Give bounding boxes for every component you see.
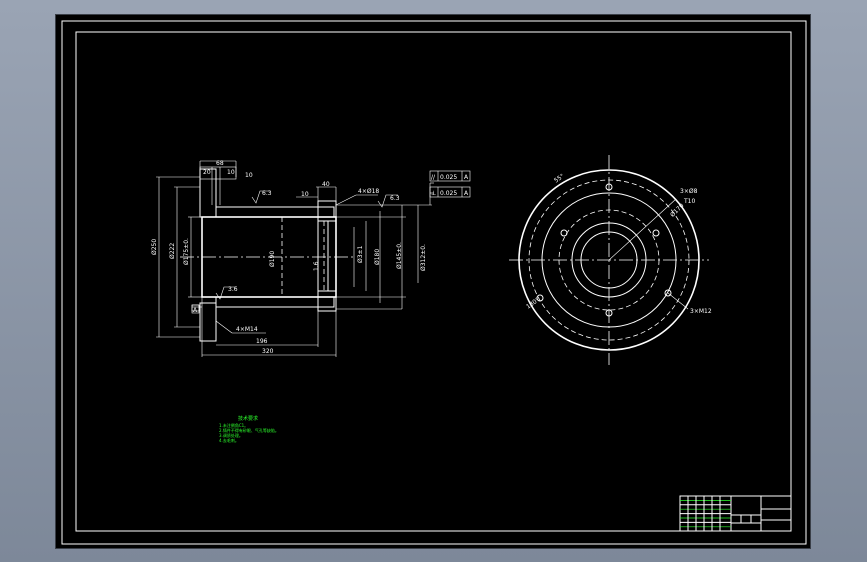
hole-note-3x-m12: 3×M12 <box>690 308 712 315</box>
right-flange-bottom-hatch <box>317 290 337 312</box>
dim-d222: Ø222 <box>169 243 176 259</box>
angle-55: 55° <box>553 173 566 185</box>
note-line-4: 4.去毛刺。 <box>219 437 239 443</box>
svg-text:0.025: 0.025 <box>440 190 457 197</box>
roughness-3: 3.6 <box>228 286 238 293</box>
bottom-wall-hatch <box>215 296 335 308</box>
note-line-3: 3.调质处理。 <box>219 432 243 438</box>
cad-viewport[interactable]: 68 20 10 10 40 10 6.3 6.3 3.6 4×Ø18 4×M1… <box>55 14 811 549</box>
holes-4x-d18: 4×Ø18 <box>358 188 379 195</box>
dim-20: 20 <box>203 169 211 176</box>
technical-notes: 技术要求 1.未注倒角C1。 2.铸件不得有砂眼、气孔等缺陷。 3.调质处理。 … <box>219 415 279 443</box>
note-line-2: 2.铸件不得有砂眼、气孔等缺陷。 <box>219 427 279 433</box>
top-wall-hatch <box>215 206 335 218</box>
dim-40: 40 <box>322 181 330 188</box>
svg-text:A: A <box>464 174 469 181</box>
svg-text:⊥: ⊥ <box>431 190 436 197</box>
outer-frame <box>61 20 807 545</box>
section-view: 68 20 10 10 40 10 6.3 6.3 3.6 4×Ø18 4×M1… <box>151 160 471 357</box>
tolerance-frame-1: // 0.025 A <box>429 170 471 182</box>
notes-title: 技术要求 <box>238 415 258 422</box>
right-flange-top-hatch <box>317 200 337 222</box>
inner-frame <box>75 31 792 532</box>
dim-d312: Ø312±0. <box>420 244 427 271</box>
holes-4x-m14: 4×M14 <box>236 326 258 333</box>
hole-note-t10: T10 <box>683 198 695 205</box>
dim-10b: 10 <box>245 172 253 179</box>
dim-d145: Ø145±0. <box>396 242 403 269</box>
roughness-1: 6.3 <box>262 190 272 197</box>
dim-d3: Ø3±1 <box>357 245 364 263</box>
drawing-canvas: 68 20 10 10 40 10 6.3 6.3 3.6 4×Ø18 4×M1… <box>61 20 807 545</box>
flange-bottom-hatch <box>199 302 217 342</box>
title-block-grid <box>680 496 731 531</box>
dim-d190: Ø190 <box>269 251 276 267</box>
flange-top-hatch <box>199 168 217 218</box>
roughness-2: 6.3 <box>390 195 400 202</box>
datum-a: A <box>193 307 198 314</box>
note-line-1: 1.未注倒角C1。 <box>219 422 248 428</box>
dim-68: 68 <box>216 160 224 167</box>
hole-note-3x-d8: 3×Ø8 <box>680 188 698 195</box>
dim-10a: 10 <box>227 169 235 176</box>
dim-196: 196 <box>256 338 268 345</box>
svg-text://: // <box>431 174 436 181</box>
dim-10c: 10 <box>301 191 309 198</box>
dim-320: 320 <box>262 348 274 355</box>
tolerance-frame-2: ⊥ 0.025 A <box>429 186 471 198</box>
end-view: 55° 180° 3×Ø8 T10 Ø170 3×M12 <box>509 155 712 365</box>
dim-d175: Ø175±0. <box>183 238 190 265</box>
dim-d180: Ø180 <box>374 249 381 265</box>
dim-d250: Ø250 <box>151 239 158 255</box>
dim-1-6: 1.6 <box>313 261 320 271</box>
title-block <box>679 495 792 532</box>
svg-text:A: A <box>464 190 469 197</box>
svg-text:0.025: 0.025 <box>440 174 457 181</box>
